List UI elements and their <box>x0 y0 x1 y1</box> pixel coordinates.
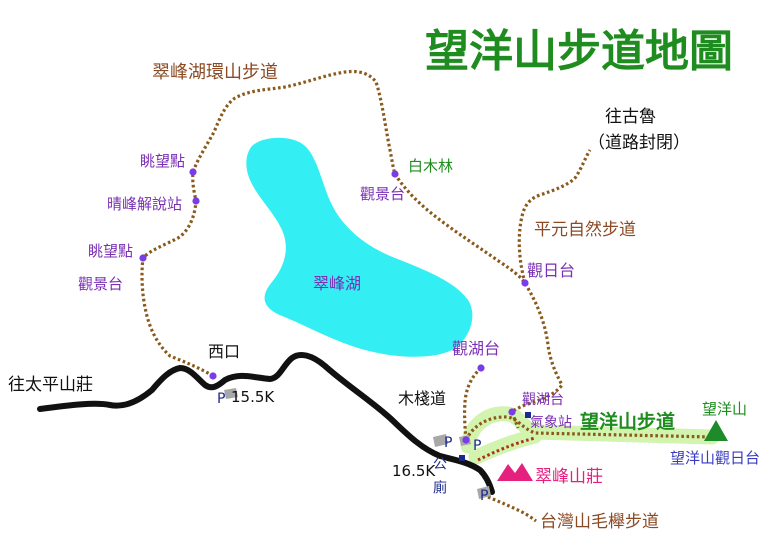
parking-label: P <box>444 435 452 451</box>
beech-trail-label: 台灣山毛櫸步道 <box>540 512 659 532</box>
white-wood-forest-label: 白木林 <box>408 157 453 175</box>
lodge-icon <box>497 463 533 481</box>
boardwalk-junction-dot-icon <box>462 436 470 444</box>
road-line <box>37 351 495 495</box>
to-taipingshan-label: 往太平山莊 <box>8 375 93 395</box>
parking-label: P <box>473 438 481 454</box>
map-title: 望洋山步道地圖 <box>425 26 733 77</box>
sunrise-deck-dot-icon <box>521 279 529 287</box>
lake-loop-trail-east <box>393 173 564 429</box>
viewing-deck-west-label: 觀景台 <box>78 275 123 293</box>
parking-icon <box>477 486 491 499</box>
lake-view-deck-lower-label: 觀湖台 <box>522 392 564 408</box>
qingfeng-station-dot-icon <box>192 197 200 205</box>
weather-station-square-icon <box>525 412 531 418</box>
lake-loop-trail-label: 翠峰湖環山步道 <box>152 62 278 83</box>
pingyuan-trail-label: 平元自然步道 <box>534 220 636 240</box>
wangyangshan-trail-label: 望洋山步道 <box>580 410 675 433</box>
lake-view-deck-upper-label: 觀湖台 <box>452 339 500 358</box>
to-gulu-label: 往古魯 <box>605 107 656 127</box>
boardwalk-line <box>462 366 483 441</box>
peak-sunrise-deck-label: 望洋山觀日台 <box>670 449 760 467</box>
weather-station-label: 氣象站 <box>530 415 572 431</box>
wangyangshan-trail-line <box>464 415 713 441</box>
milepost-16-5k: 16.5K <box>392 462 436 480</box>
wangyangshan-trail-band-lower <box>468 428 543 465</box>
peak-label: 望洋山 <box>702 400 747 418</box>
lake-view-deck-lower-dot-icon <box>508 408 516 416</box>
lake-shape <box>246 137 473 357</box>
parking-label: P <box>217 391 225 407</box>
lodge-label: 翠峰山莊 <box>535 467 603 487</box>
parking-icon <box>433 434 448 447</box>
lake-view-deck-upper-dot-icon <box>477 364 485 372</box>
parking-icon <box>224 388 238 399</box>
white-wood-forest-dot-icon <box>391 170 399 178</box>
lookout-lower-label: 眺望點 <box>88 242 133 260</box>
toilet-label: 公廁 <box>431 456 447 504</box>
lookout-upper-dot-icon <box>189 168 197 176</box>
mountain-triangle-icon <box>704 420 728 441</box>
west-entrance-dot-icon <box>209 372 217 380</box>
wangyangshan-trail-lower-line <box>477 436 536 462</box>
lookout-upper-label: 眺望點 <box>140 152 185 170</box>
parking-label: P <box>480 488 488 504</box>
sunrise-deck-label: 觀日台 <box>527 261 575 280</box>
gulu-road-closed-note: （道路封閉） <box>588 133 690 153</box>
toilet-square-icon <box>459 455 465 461</box>
pingyuan-trail-line <box>517 149 592 284</box>
viewing-deck-north-label: 觀景台 <box>360 185 405 203</box>
lake-name-label: 翠峰湖 <box>313 274 361 293</box>
beech-trail-line <box>487 495 537 523</box>
boardwalk-label: 木棧道 <box>398 389 446 408</box>
west-entrance-label: 西口 <box>208 342 240 361</box>
qingfeng-station-label: 晴峰解說站 <box>107 195 182 213</box>
milepost-15-5k: 15.5K <box>231 388 275 406</box>
lookout-lower-dot-icon <box>139 254 147 262</box>
